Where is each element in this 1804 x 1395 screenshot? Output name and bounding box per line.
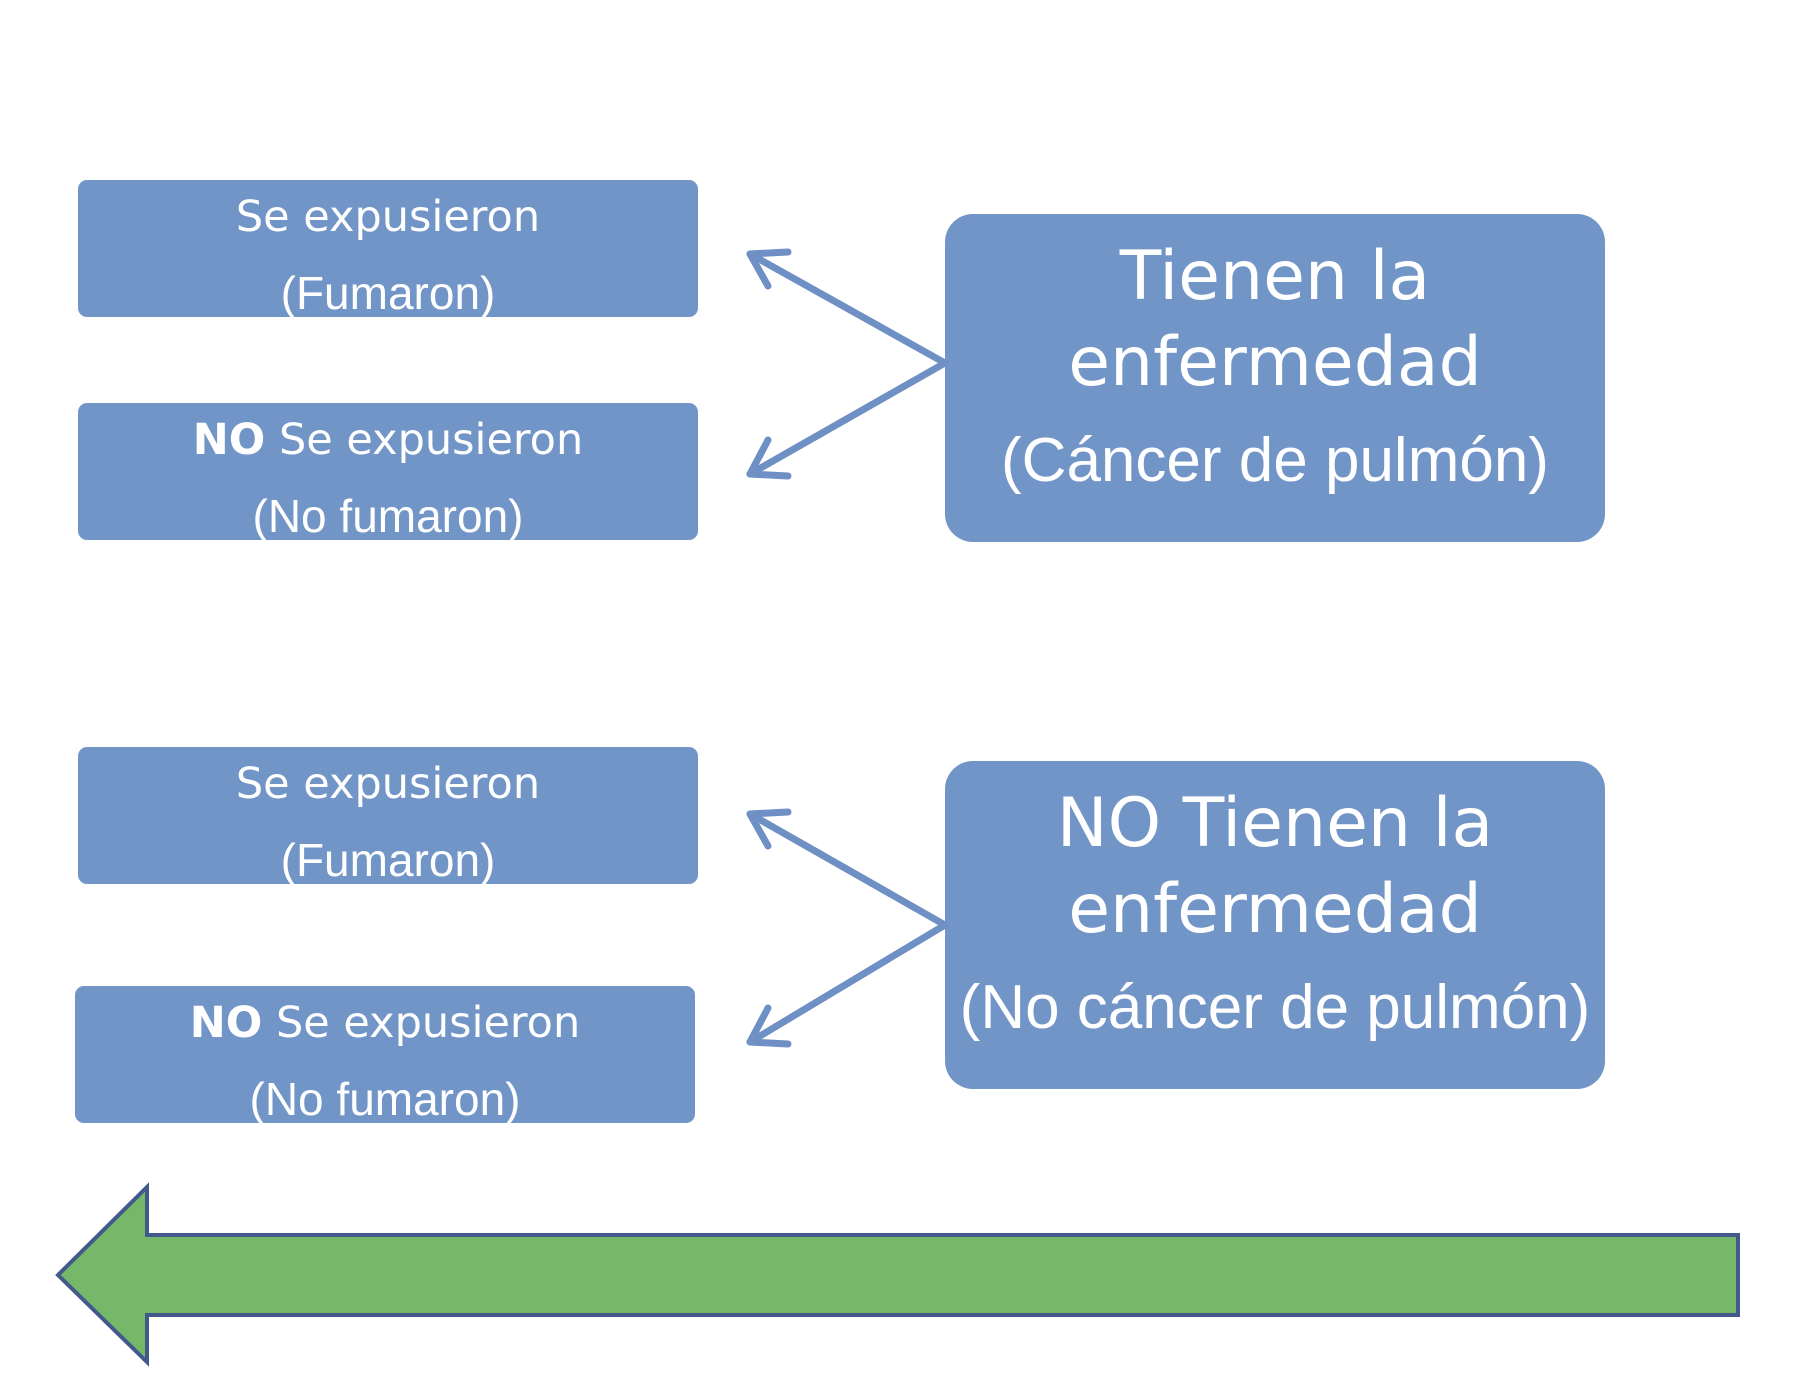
exposed-label: Se expusieron	[235, 192, 541, 242]
arrow-to-not-exposed-cases	[746, 359, 949, 480]
disease-box: Tienen la enfermedad (Cáncer de pulmón)	[945, 214, 1605, 542]
timeline-arrow	[55, 1182, 1740, 1367]
not-exposed-label: NO Se expusieron	[78, 415, 698, 467]
exposed-sublabel: (Fumaron)	[280, 834, 496, 884]
not-exposed-sublabel: (No fumaron)	[252, 490, 524, 540]
arrow-to-exposed-controls	[746, 808, 949, 929]
no-prefix: NO	[192, 415, 266, 465]
disease-subtitle: (Cáncer de pulmón)	[1001, 426, 1549, 495]
exposed-sublabel: (Fumaron)	[280, 267, 496, 317]
disease-title-line2: enfermedad	[1068, 323, 1482, 402]
not-exposed-text: Se expusieron	[276, 998, 581, 1048]
arrow-to-not-exposed-controls	[746, 921, 949, 1048]
no-disease-title-line2: enfermedad	[1068, 870, 1482, 949]
exposed-label: Se expusieron	[235, 759, 541, 809]
no-disease-title-line1: NO Tienen la	[1056, 784, 1494, 863]
arrow-to-exposed-cases	[746, 248, 949, 367]
not-exposed-box-controls: NO Se expusieron (No fumaron)	[75, 986, 695, 1123]
not-exposed-text: Se expusieron	[279, 415, 584, 465]
not-exposed-box-cases: NO Se expusieron (No fumaron)	[78, 403, 698, 540]
disease-title-line1: Tienen la	[1119, 237, 1431, 316]
no-disease-subtitle: (No cáncer de pulmón)	[959, 973, 1591, 1042]
no-disease-box: NO Tienen la enfermedad (No cáncer de pu…	[945, 761, 1605, 1089]
not-exposed-label: NO Se expusieron	[75, 998, 695, 1050]
exposed-box-controls: Se expusieron (Fumaron)	[78, 747, 698, 884]
no-prefix: NO	[189, 998, 263, 1048]
not-exposed-sublabel: (No fumaron)	[249, 1073, 521, 1123]
exposed-box-cases: Se expusieron (Fumaron)	[78, 180, 698, 317]
